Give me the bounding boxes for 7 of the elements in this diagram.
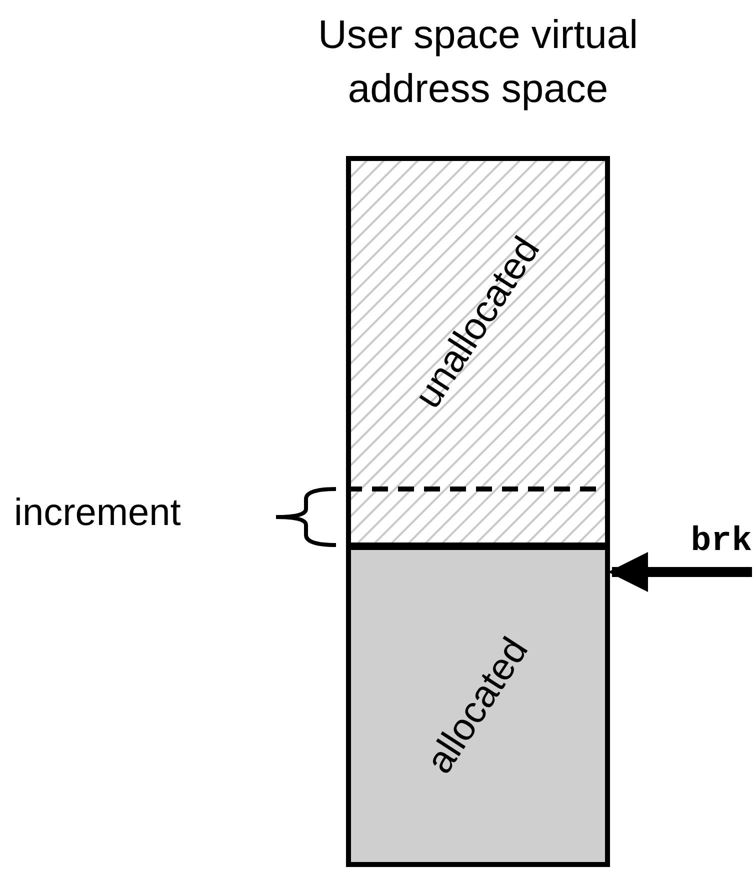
hatched-band xyxy=(346,489,610,545)
brace-label: increment xyxy=(14,491,181,535)
unallocated-region xyxy=(346,156,610,489)
allocated-region xyxy=(346,545,610,867)
pointer-label: brk xyxy=(664,522,752,562)
arrow xyxy=(608,552,752,592)
diagram-title: User space virtual address space xyxy=(316,12,640,113)
